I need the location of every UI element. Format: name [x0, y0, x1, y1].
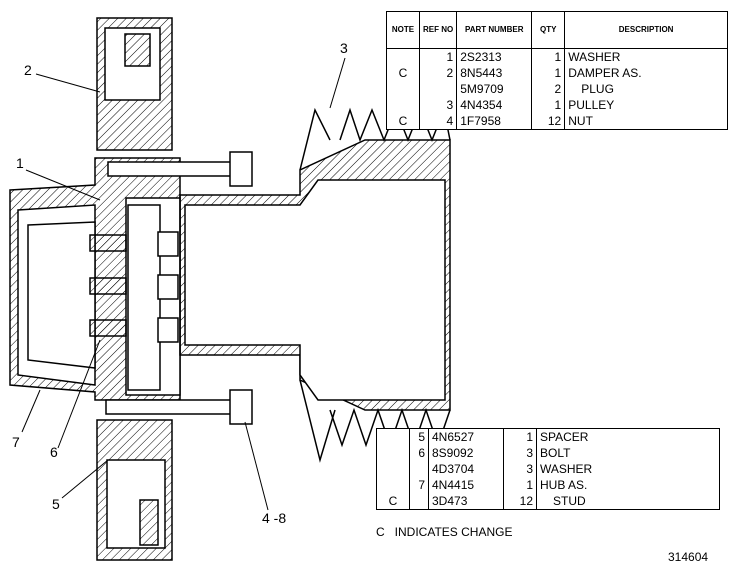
ref [418, 81, 458, 97]
qty: 1 [503, 428, 537, 445]
note: C [386, 65, 420, 81]
ref [409, 461, 429, 477]
note [376, 477, 410, 493]
description: PLUG [564, 81, 728, 97]
callout-6: 6 [50, 444, 58, 460]
note [386, 48, 420, 65]
qty: 12 [503, 493, 537, 510]
part-number: 2S2313 [456, 48, 533, 65]
header-ref: REF NO [418, 11, 458, 49]
note: C [386, 113, 420, 130]
drawing-number: 314604 [668, 550, 709, 564]
description: SPACER [536, 428, 720, 445]
change-legend: C INDICATES CHANGE [376, 525, 513, 539]
parts-table-top: NOTE REF NO PART NUMBER QTY DESCRIPTION … [386, 11, 728, 130]
callout-7: 7 [12, 434, 20, 450]
qty: 3 [503, 461, 537, 477]
description: STUD [536, 493, 720, 510]
part-number: 1F7958 [456, 113, 533, 130]
ref: 2 [418, 65, 458, 81]
ref: 6 [409, 445, 429, 461]
table-row: 3 4N4354 1 PULLEY [386, 97, 728, 113]
qty: 1 [503, 477, 537, 493]
qty: 1 [531, 65, 566, 81]
header-part: PART NUMBER [456, 11, 533, 49]
table-row: 5 4N6527 1 SPACER [376, 428, 720, 445]
part-number: 8N5443 [456, 65, 533, 81]
parts-table-bottom: 5 4N6527 1 SPACER 6 8S9092 3 BOLT 4D3704… [376, 428, 720, 510]
description: PULLEY [564, 97, 728, 113]
callout-2: 2 [24, 62, 32, 78]
table-row: 5M9709 2 PLUG [386, 81, 728, 97]
part-number: 8S9092 [428, 445, 504, 461]
note [376, 445, 410, 461]
description: BOLT [536, 445, 720, 461]
note [376, 428, 410, 445]
description: WASHER [564, 48, 728, 65]
table-row: 6 8S9092 3 BOLT [376, 445, 720, 461]
part-number: 4N4415 [428, 477, 504, 493]
header-qty: QTY [531, 11, 566, 49]
table-row: 4D3704 3 WASHER [376, 461, 720, 477]
table-row: 7 4N4415 1 HUB AS. [376, 477, 720, 493]
table-row: 1 2S2313 1 WASHER [386, 48, 728, 65]
ref: 1 [418, 48, 458, 65]
qty: 12 [531, 113, 566, 130]
description: NUT [564, 113, 728, 130]
part-number: 5M9709 [456, 81, 533, 97]
table-row: C 2 8N5443 1 DAMPER AS. [386, 65, 728, 81]
bottom-stud-nut [105, 389, 253, 425]
callout-4-8: 4 -8 [262, 510, 287, 526]
table-row: C 3D473 12 STUD [376, 493, 720, 510]
part-number: 3D473 [428, 493, 504, 510]
ref: 7 [409, 477, 429, 493]
description: HUB AS. [536, 477, 720, 493]
note: C [376, 493, 410, 510]
part-number: 4D3704 [428, 461, 504, 477]
note [386, 81, 420, 97]
callout-1: 1 [16, 155, 24, 171]
top-stud-nut [107, 151, 253, 187]
description: DAMPER AS. [564, 65, 728, 81]
qty: 1 [531, 48, 566, 65]
description: WASHER [536, 461, 720, 477]
qty: 1 [531, 97, 566, 113]
header-note: NOTE [386, 11, 420, 49]
ref: 3 [418, 97, 458, 113]
ref [409, 493, 429, 510]
table-row: C 4 1F7958 12 NUT [386, 113, 728, 130]
table-header-row: NOTE REF NO PART NUMBER QTY DESCRIPTION [386, 11, 728, 49]
callout-5: 5 [52, 496, 60, 512]
ref: 5 [409, 428, 429, 445]
part-number: 4N4354 [456, 97, 533, 113]
callout-3: 3 [340, 40, 348, 56]
note [386, 97, 420, 113]
note [376, 461, 410, 477]
qty: 3 [503, 445, 537, 461]
qty: 2 [531, 81, 566, 97]
hub-bolts [89, 231, 179, 343]
header-desc: DESCRIPTION [564, 11, 728, 49]
part-number: 4N6527 [428, 428, 504, 445]
ref: 4 [418, 113, 458, 130]
